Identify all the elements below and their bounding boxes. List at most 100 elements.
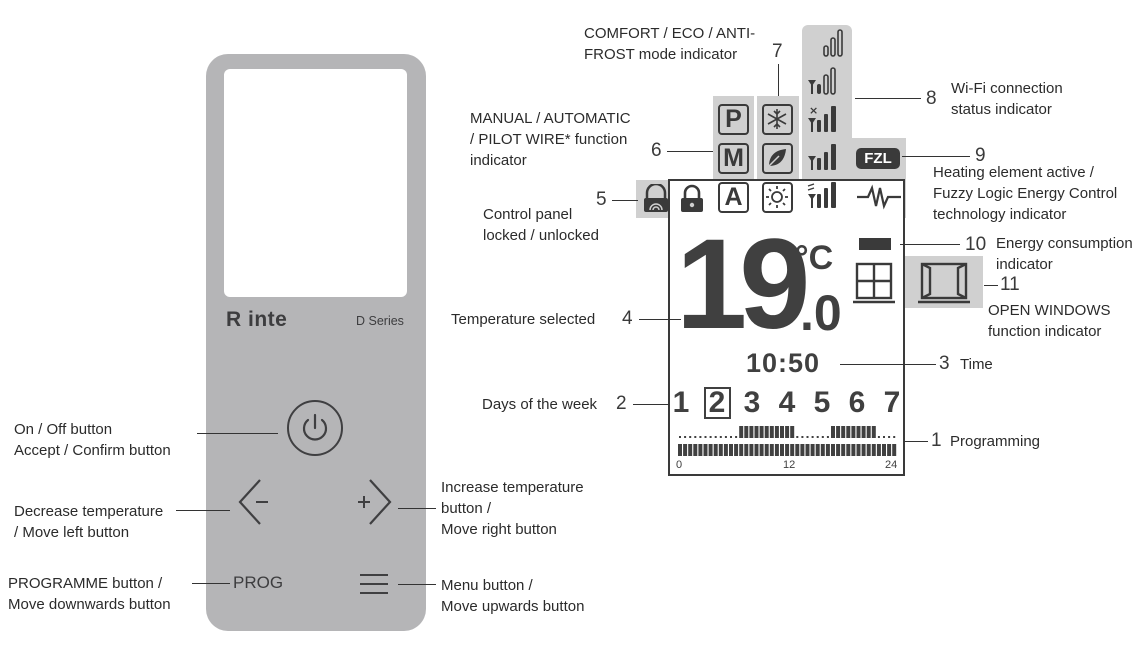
- selected-temperature: 19: [676, 213, 810, 356]
- wifi-signal-icons: ×: [807, 29, 843, 208]
- program-bottom-slot-9: [723, 444, 728, 456]
- callout-number-11: 11: [1000, 274, 1020, 295]
- program-top-slot-18: [769, 426, 774, 438]
- program-bottom-slot-14: [749, 444, 754, 456]
- program-top-slot-0: [679, 436, 681, 438]
- program-bottom-slot-20: [780, 444, 784, 456]
- program-top-slot-37: [866, 426, 871, 438]
- label-wifi: Wi-Fi connection status indicator: [951, 80, 1063, 118]
- program-top-slot-8: [719, 436, 722, 438]
- leader-11: [984, 285, 998, 287]
- program-top-slot-31: [836, 426, 841, 438]
- brand-logo: R inte: [226, 308, 288, 331]
- axis-tick-24: 24: [885, 459, 898, 471]
- wifi-off-icon: [823, 29, 843, 57]
- program-top-slot-24: [801, 436, 804, 438]
- selected-day-frame: [704, 387, 731, 419]
- day-5: 5: [813, 386, 831, 419]
- temperature-unit: °C: [795, 239, 834, 277]
- axis-tick-0: 0: [676, 459, 683, 471]
- program-top-slot-34: [851, 426, 856, 438]
- program-bottom-slot-25: [805, 444, 810, 456]
- program-bottom-slot-12: [739, 444, 744, 456]
- leader-9: [902, 156, 970, 158]
- label-heating: Heating element active / Fuzzy Logic Ene…: [933, 164, 1118, 223]
- wifi-error-icon: ×: [808, 104, 836, 132]
- decrease-button[interactable]: [236, 478, 276, 526]
- callout-number-6: 6: [651, 140, 662, 161]
- remote-lock-icon: [644, 184, 668, 212]
- energy-bar-icon: [859, 238, 891, 250]
- label-function: MANUAL / AUTOMATIC / PILOT WIRE* functio…: [470, 110, 631, 169]
- leader-1: [904, 441, 928, 443]
- program-bottom-slot-27: [815, 444, 820, 456]
- program-bottom-slot-3: [693, 444, 698, 456]
- program-top-slot-12: [739, 426, 744, 438]
- mode-a-icon: A: [718, 182, 749, 213]
- program-bottom-slot-1: [683, 444, 688, 456]
- increase-button[interactable]: [352, 478, 396, 526]
- leader-10: [900, 244, 960, 246]
- power-button[interactable]: [287, 400, 343, 456]
- program-top-slot-36: [861, 426, 866, 438]
- svg-text:×: ×: [809, 104, 818, 117]
- program-bottom-slot-6: [708, 444, 713, 456]
- program-bottom-slot-23: [795, 444, 800, 456]
- callout-number-7: 7: [772, 41, 783, 62]
- mode-p-icon: P: [718, 104, 749, 135]
- leader-programme: [192, 583, 230, 585]
- program-bottom-slot-22: [790, 444, 795, 456]
- program-bottom-slot-30: [831, 444, 835, 456]
- callout-number-9: 9: [975, 145, 986, 166]
- leader-increase: [398, 508, 436, 510]
- program-top-slot-16: [759, 426, 764, 438]
- program-bottom-slot-13: [744, 444, 749, 456]
- wifi-connecting-icon: [808, 67, 836, 95]
- label-menu: Menu button / Move upwards button: [441, 577, 585, 615]
- program-bottom-slot-34: [851, 444, 856, 456]
- program-bottom-slot-31: [836, 444, 841, 456]
- program-top-slot-30: [831, 426, 835, 438]
- leader-6: [667, 151, 713, 153]
- callout-number-8: 8: [926, 88, 937, 109]
- program-bottom-slot-40: [882, 444, 886, 456]
- day-1: 1: [672, 386, 690, 419]
- label-energy: Energy consumption indicator: [996, 235, 1133, 273]
- prog-button[interactable]: PROG: [233, 573, 284, 592]
- program-bottom-slot-17: [764, 444, 769, 456]
- program-top-slot-10: [730, 436, 732, 438]
- temperature-decimal: .0: [800, 285, 842, 341]
- program-top-slot-1: [684, 436, 687, 438]
- program-bottom-slot-42: [892, 444, 897, 456]
- callout-number-2: 2: [616, 393, 627, 414]
- program-top-slot-2: [689, 436, 692, 438]
- leader-onoff: [197, 433, 278, 435]
- clock-time: 10:50: [746, 348, 821, 378]
- leader-decrease: [176, 510, 230, 512]
- program-bottom-slot-33: [846, 444, 851, 456]
- leader-2: [633, 404, 669, 406]
- callout-number-5: 5: [596, 189, 607, 210]
- program-bottom-slot-7: [713, 444, 718, 456]
- callout-number-3: 3: [939, 353, 950, 374]
- program-top-slot-14: [749, 426, 754, 438]
- program-bottom-slot-10: [729, 444, 733, 456]
- program-top-slot-3: [694, 436, 697, 438]
- program-bottom-slot-21: [785, 444, 790, 456]
- lock-icon: [681, 184, 703, 212]
- program-bottom-slot-41: [887, 444, 892, 456]
- leader-3: [840, 364, 936, 366]
- series-label: D Series: [356, 314, 404, 328]
- program-top-slot-42: [893, 436, 896, 438]
- fzl-badge: FZL: [856, 148, 900, 169]
- callout-number-10: 10: [965, 234, 987, 255]
- program-bottom-slot-26: [810, 444, 815, 456]
- program-top-slot-13: [744, 426, 749, 438]
- program-bottom-slot-38: [871, 444, 876, 456]
- program-bottom-slot-8: [718, 444, 723, 456]
- program-top-slot-27: [816, 436, 819, 438]
- menu-button[interactable]: [358, 572, 390, 596]
- program-top-slot-25: [806, 436, 809, 438]
- window-open-icon: [918, 262, 970, 304]
- label-days: Days of the week: [482, 396, 598, 413]
